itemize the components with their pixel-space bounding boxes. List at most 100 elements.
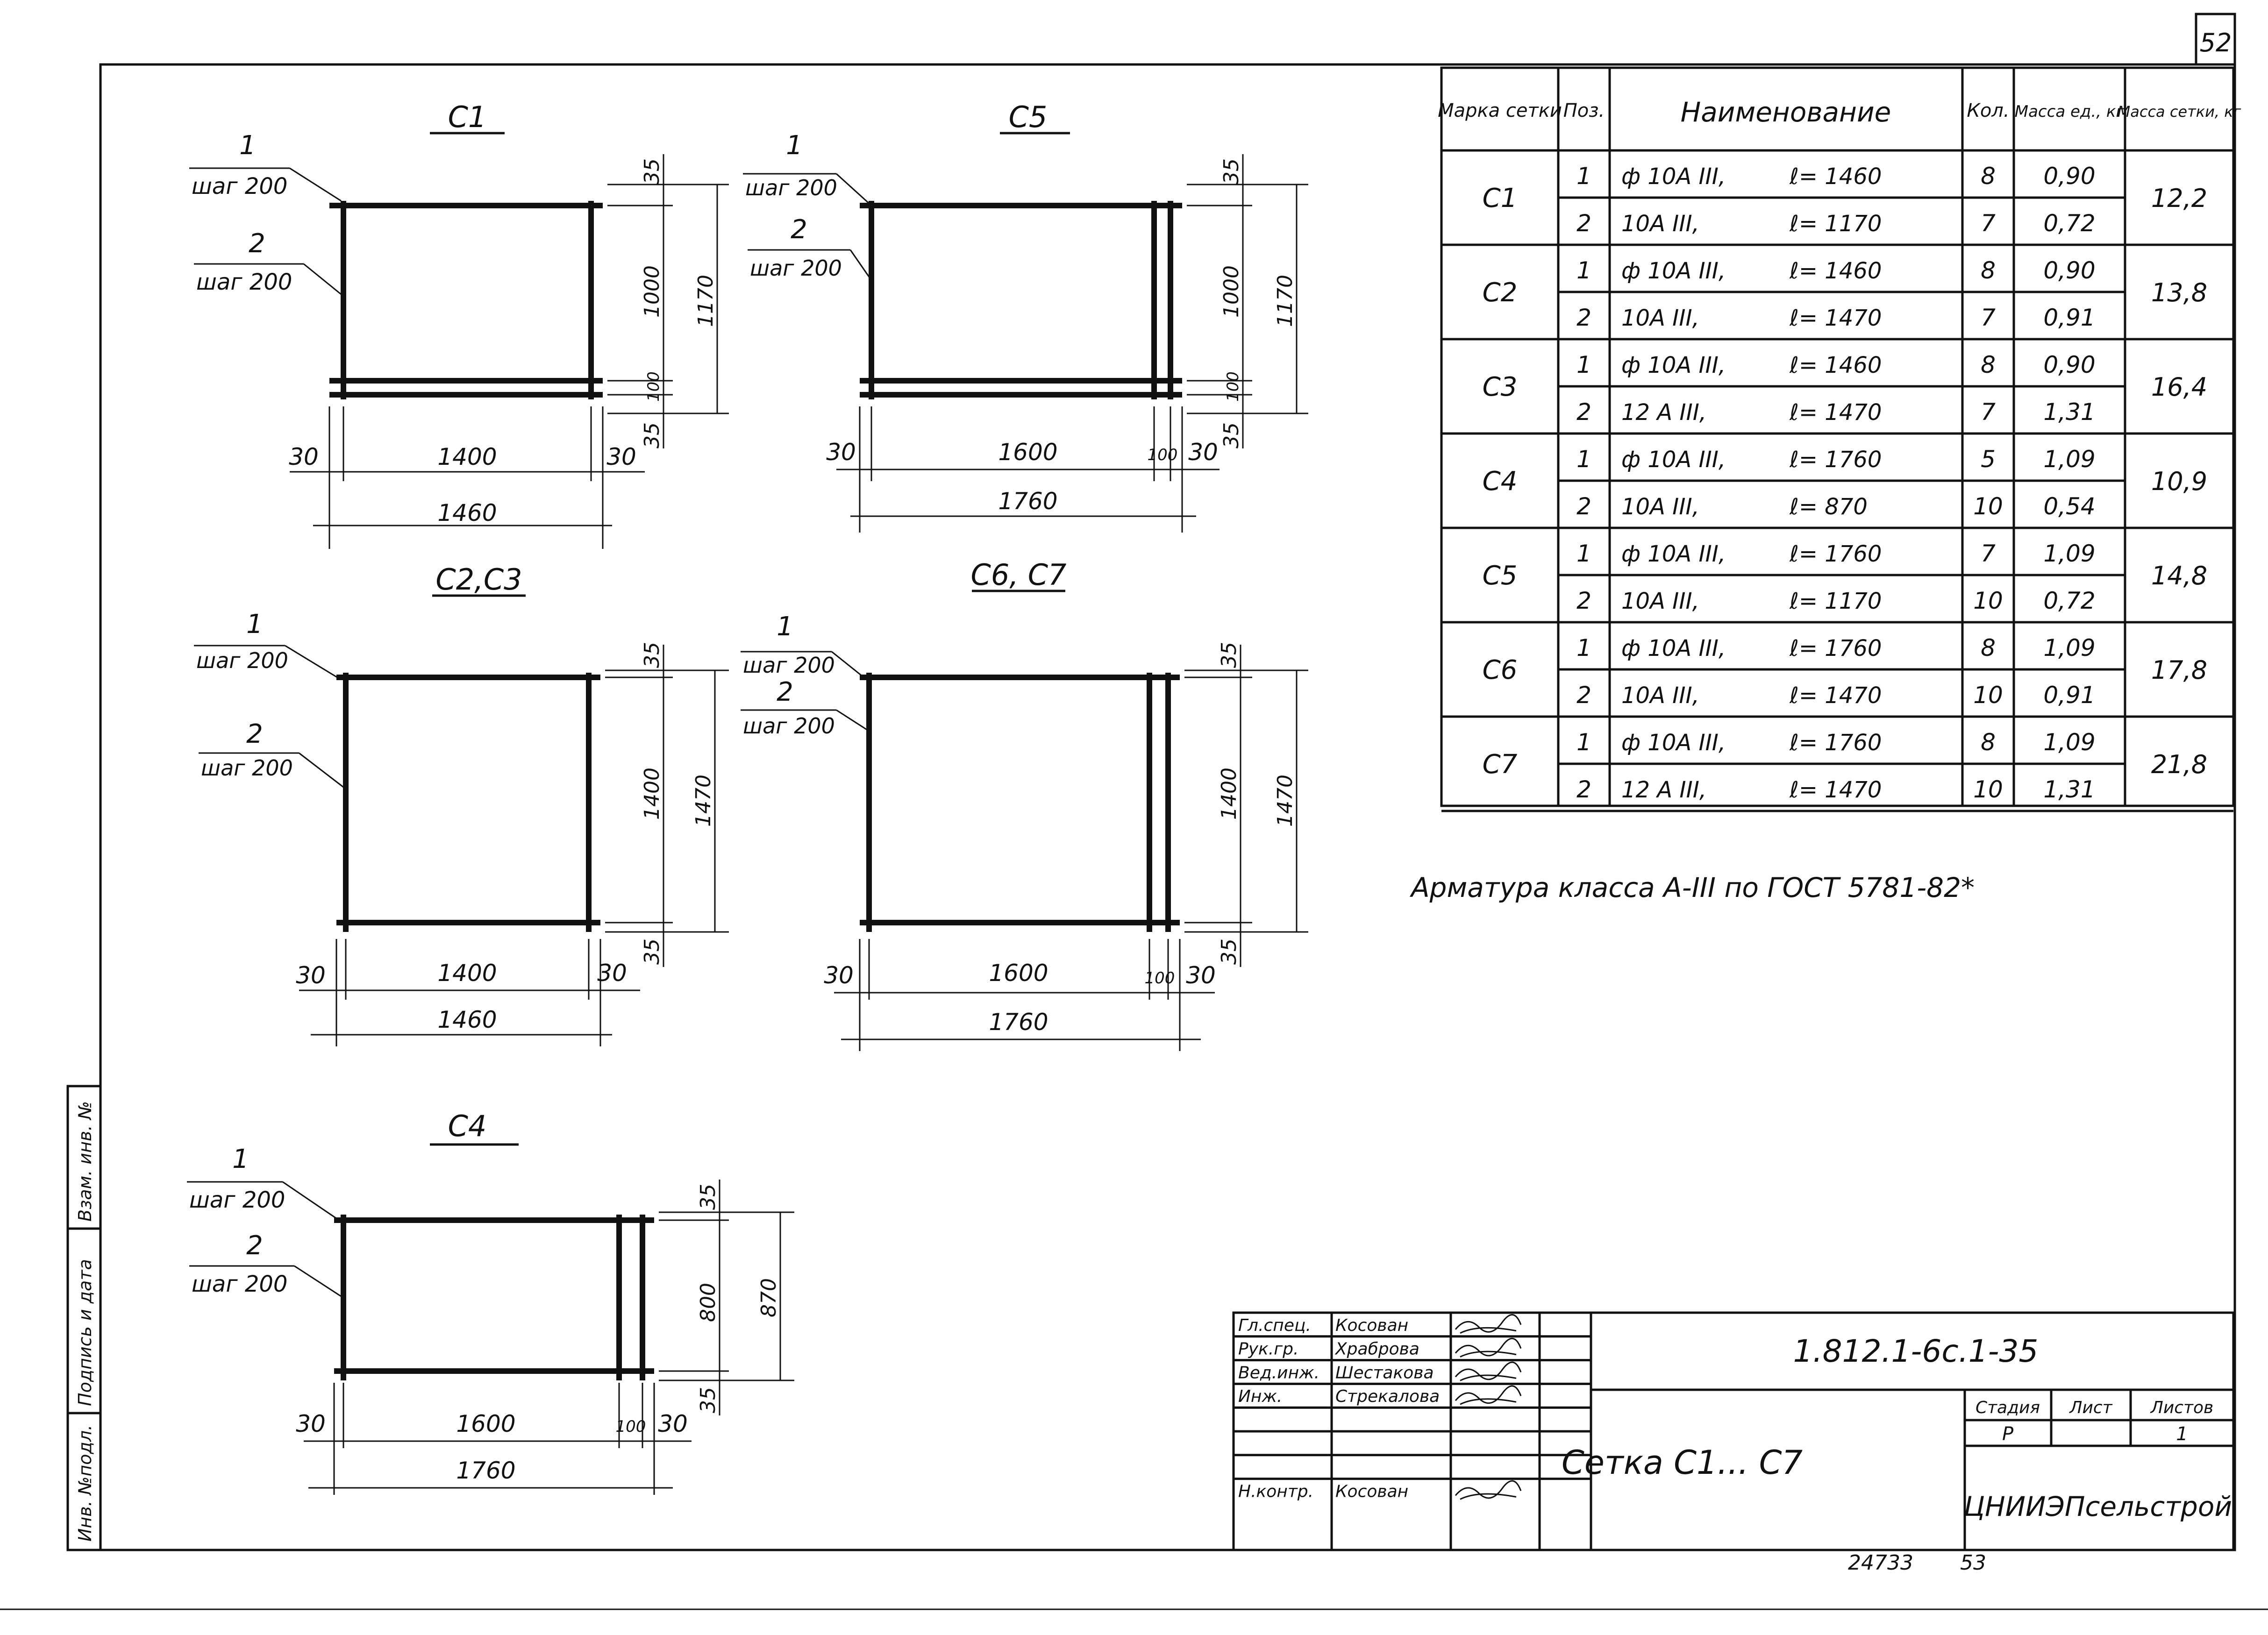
side-strip-label: Подпись и дата (75, 1259, 95, 1406)
mesh-mark: С4 (1483, 466, 1518, 497)
signature-mark (1455, 1480, 1522, 1500)
bar-length-cell: ℓ= 1460 (1789, 258, 1882, 284)
position-cell: 2 (1576, 304, 1591, 331)
dimension-label: 30 (1188, 439, 1218, 466)
mesh-drawing-c2-c3: С2,С3 1 шаг 200 2 шаг 200 35 1400 35 147… (194, 562, 729, 1046)
signature-role: Гл.спец. (1238, 1316, 1311, 1335)
footer-number: 53 (1960, 1551, 1986, 1575)
side-strip-label: Взам. инв. № (75, 1101, 95, 1222)
dimension-label: 30 (658, 1410, 688, 1437)
dimension-label: 30 (296, 1410, 326, 1437)
position-cell: 1 (1576, 351, 1591, 378)
title-block: Гл.спец.КосованРук.гр.ХраброваВед.инж.Ше… (1232, 1311, 2235, 1551)
quantity-cell: 8 (1981, 257, 1996, 284)
unit-mass-cell: 0,72 (2043, 587, 2095, 614)
position-cell: 1 (1576, 540, 1591, 567)
quantity-cell: 7 (1981, 210, 1996, 237)
unit-mass-cell: 1,09 (2043, 540, 2095, 567)
dimension-label: 30 (1186, 962, 1216, 989)
position-label: 1 (777, 611, 793, 642)
unit-mass-cell: 1,31 (2043, 776, 2095, 803)
dimension-label: 100 (1148, 446, 1178, 464)
position-label: 2 (246, 719, 263, 749)
dimension-label: 35 (640, 422, 664, 448)
table-header: Марка сетки (1438, 100, 1562, 121)
unit-mass-cell: 0,72 (2043, 210, 2095, 237)
table-header: Масса ед., кг (2015, 102, 2125, 121)
position-cell: 2 (1576, 398, 1591, 426)
table-header: Кол. (1967, 100, 2009, 121)
sheets-label: Листов (2150, 1398, 2213, 1417)
dimension-label: 1600 (998, 439, 1057, 466)
mesh-title: С6, С7 (971, 558, 1067, 592)
dimension-label: 1600 (989, 960, 1048, 987)
position-label: 1 (246, 609, 263, 640)
bar-length-cell: ℓ= 870 (1789, 494, 1868, 520)
step-label: шаг 200 (192, 173, 287, 199)
step-label: шаг 200 (750, 256, 842, 281)
position-cell: 2 (1576, 682, 1591, 709)
step-label: шаг 200 (192, 1271, 287, 1297)
dimension-label: 870 (757, 1278, 781, 1317)
document-code: 1.812.1-6с.1-35 (1793, 1333, 2039, 1369)
signature-role: Рук.гр. (1238, 1340, 1298, 1359)
quantity-cell: 10 (1973, 776, 2003, 803)
dimension-label: 35 (1220, 158, 1243, 185)
unit-mass-cell: 0,91 (2043, 304, 2095, 331)
dimension-label: 35 (696, 1387, 720, 1413)
position-cell: 2 (1576, 776, 1591, 803)
mesh-mass: 10,9 (2151, 467, 2207, 496)
spec-table: Марка сетки Поз. Наименование Кол. Масса… (1438, 66, 2241, 812)
dimension-label: 30 (606, 443, 636, 470)
mesh-title: С1 (448, 100, 487, 134)
quantity-cell: 7 (1981, 398, 1996, 426)
position-label: 2 (791, 214, 807, 245)
dimension-label: 1400 (640, 768, 664, 820)
position-cell: 1 (1576, 257, 1591, 284)
mesh-mark: С2 (1483, 277, 1518, 308)
step-label: шаг 200 (196, 648, 288, 673)
bar-name-cell: ф 10А III, (1621, 541, 1726, 567)
unit-mass-cell: 0,90 (2043, 351, 2095, 378)
dimension-label: 800 (696, 1283, 720, 1322)
position-cell: 2 (1576, 587, 1591, 614)
mesh-mark: С3 (1483, 372, 1518, 402)
dimension-label: 1460 (437, 1006, 497, 1033)
dimension-label: 100 (1145, 969, 1175, 988)
bar-length-cell: ℓ= 1470 (1789, 305, 1882, 331)
quantity-cell: 7 (1981, 540, 1996, 567)
dimension-label: 30 (597, 960, 627, 987)
step-label: шаг 200 (196, 269, 292, 295)
position-label: 1 (786, 130, 803, 161)
signature-role: Н.контр. (1238, 1482, 1313, 1501)
dimension-label: 35 (640, 642, 664, 668)
dimension-label: 35 (1217, 938, 1241, 965)
drawing-title: Сетка С1... С7 (1562, 1443, 1803, 1482)
mesh-mass: 17,8 (2151, 655, 2207, 685)
dimension-label: 1400 (1217, 768, 1241, 820)
dimension-label: 1400 (437, 443, 497, 470)
position-label: 1 (239, 130, 256, 161)
mesh-mark: С1 (1483, 183, 1518, 213)
position-label: 1 (232, 1144, 249, 1174)
signature-name: Косован (1335, 1316, 1408, 1335)
title-block-signatures: Гл.спец.КосованРук.гр.ХраброваВед.инж.Ше… (1234, 1314, 1591, 1501)
signature-role: Вед.инж. (1238, 1363, 1319, 1382)
sheets-value: 1 (2176, 1423, 2188, 1445)
unit-mass-cell: 1,09 (2043, 634, 2095, 661)
dimension-label: 1170 (694, 275, 718, 327)
bar-name-cell: 12 А III, (1621, 399, 1706, 426)
signature-role: Инж. (1238, 1387, 1282, 1406)
mesh-mass: 16,4 (2151, 372, 2207, 402)
table-header: Поз. (1563, 100, 1605, 121)
dimension-label: 30 (296, 962, 326, 989)
bar-length-cell: ℓ= 1760 (1789, 635, 1882, 661)
unit-mass-cell: 0,90 (2043, 257, 2095, 284)
dimension-label: 1460 (437, 499, 497, 526)
bar-name-cell: ф 10А III, (1621, 447, 1726, 473)
stage-label: Стадия (1976, 1398, 2040, 1417)
dimension-label: 1000 (640, 265, 664, 318)
mesh-drawing-c5: С5 1 шаг 200 2 шаг 200 35 1000 100 35 11… (743, 100, 1308, 533)
mesh-mass: 21,8 (2151, 750, 2207, 779)
